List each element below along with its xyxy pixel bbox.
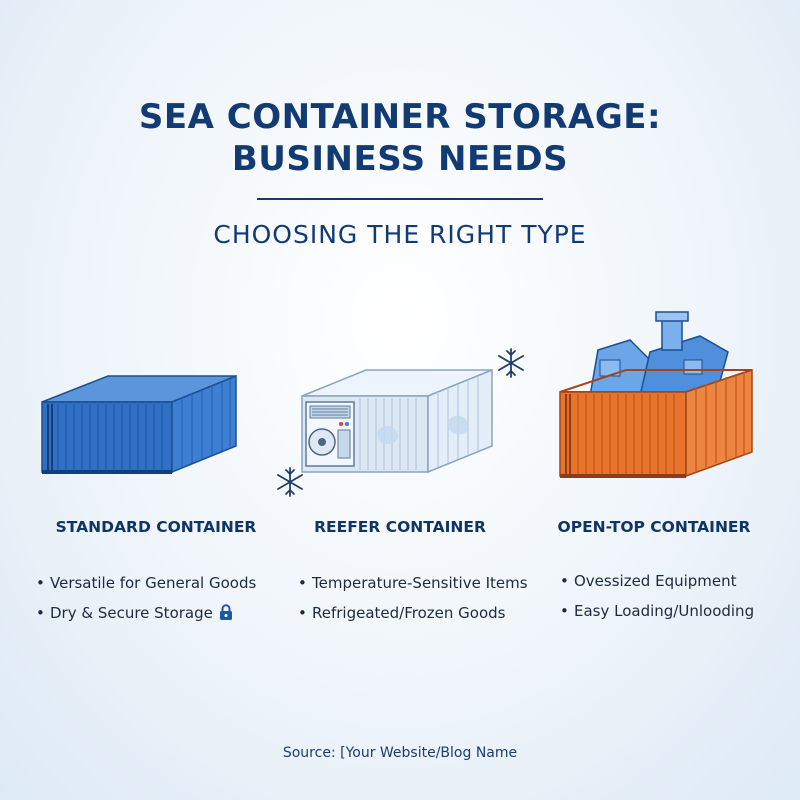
- machinery-icon: [589, 311, 729, 397]
- open-top-container-column: OPEN-TOP CONTAINER •Ovessized Equipment …: [524, 518, 784, 626]
- standard-container-bullets: •Versatile for General Goods •Dry & Secu…: [36, 568, 286, 628]
- title-line-1: SEA CONTAINER STORAGE:: [138, 97, 662, 137]
- standard-container-image: [41, 374, 237, 474]
- lock-icon: [219, 604, 232, 620]
- reefer-container-bullets: •Temperature-Sensitive Items •Refrigeate…: [298, 568, 530, 628]
- list-item: •Easy Loading/Unlooding: [560, 602, 755, 620]
- open-top-container-title: OPEN-TOP CONTAINER: [557, 518, 751, 536]
- list-item: •Refrigeated/Frozen Goods: [298, 604, 506, 622]
- source-credit: Source: [Your Website/Blog Name: [282, 745, 518, 761]
- snowflake-icon: [498, 348, 524, 378]
- list-item: •Ovessized Equipment: [560, 572, 737, 590]
- title-divider: [257, 198, 543, 200]
- open-top-container-image: [559, 311, 753, 478]
- header: SEA CONTAINER STORAGE: BUSINESS NEEDS CH…: [0, 96, 800, 249]
- title-line-2: BUSINESS NEEDS: [231, 139, 569, 179]
- containers-illustration: [41, 311, 753, 497]
- list-item: •Versatile for General Goods: [36, 574, 257, 592]
- page-title: SEA CONTAINER STORAGE: BUSINESS NEEDS: [0, 96, 800, 180]
- reefer-container-image: [277, 348, 524, 497]
- snowflake-icon: [277, 467, 303, 497]
- list-item: •Dry & Secure Storage: [36, 598, 286, 628]
- open-top-container-bullets: •Ovessized Equipment •Easy Loading/Unloo…: [560, 566, 784, 626]
- page-subtitle: CHOOSING THE RIGHT TYPE: [213, 220, 587, 249]
- reefer-container-column: REEFER CONTAINER •Temperature-Sensitive …: [270, 518, 530, 628]
- standard-container-title: STANDARD CONTAINER: [55, 518, 257, 536]
- reefer-container-title: REEFER CONTAINER: [314, 518, 486, 536]
- standard-container-column: STANDARD CONTAINER •Versatile for Genera…: [26, 518, 286, 628]
- list-item: •Temperature-Sensitive Items: [298, 574, 528, 592]
